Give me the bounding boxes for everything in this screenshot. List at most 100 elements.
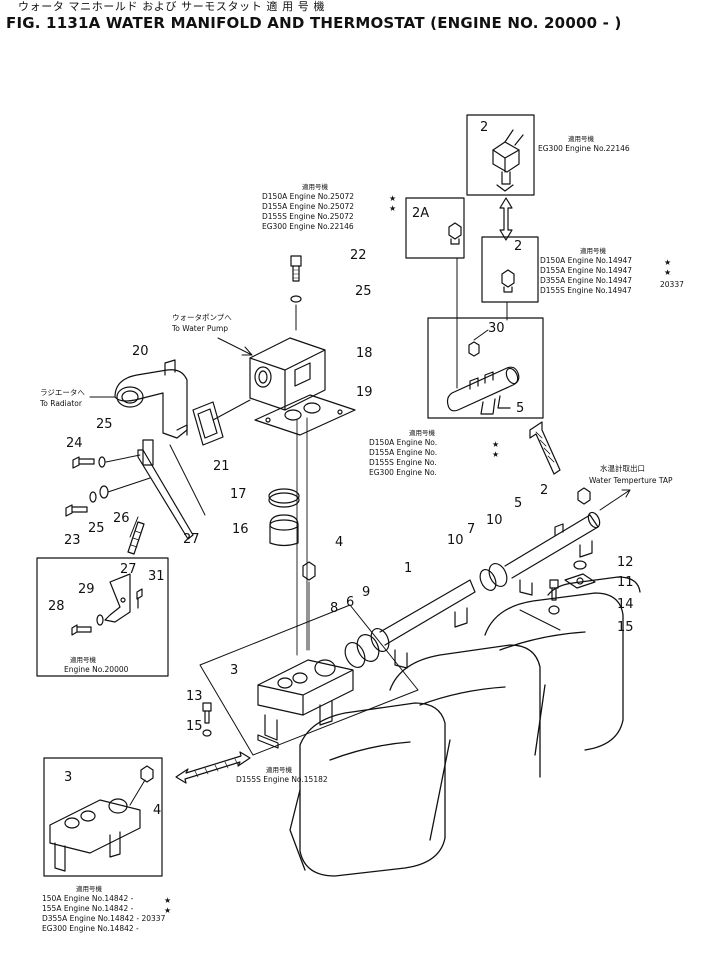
manifold-3-inset (49, 798, 141, 872)
japanese-title: ウォータ マニホールド および サーモスタット 適 用 号 機 (18, 0, 326, 13)
serial-line: D155A Engine No.14947 (540, 266, 633, 275)
hatched-arrow-left (127, 521, 145, 555)
washer-25-top (290, 295, 302, 303)
detail-box-manifold-5 (427, 317, 544, 419)
detail-box-sensor-2a (405, 197, 465, 259)
part-callout-10-b[interactable]: 10 (486, 513, 503, 528)
water-temp-tap-label: Water Temperture TAP (589, 476, 673, 485)
part-callout-25-top[interactable]: 25 (355, 284, 372, 299)
part-callout-5-box[interactable]: 5 (516, 401, 525, 416)
plug-4 (302, 561, 316, 581)
serial-block-top-right: 適用号機 EG300 Engine No.22146 (538, 135, 630, 153)
washer-25-a (98, 456, 106, 468)
sensor-2-mid (501, 269, 515, 293)
washer-29 (96, 614, 104, 626)
part-callout-14[interactable]: 14 (617, 597, 634, 612)
part-callout-22[interactable]: 22 (350, 248, 367, 263)
part-callout-3-inset[interactable]: 3 (64, 770, 73, 785)
seal-9 (370, 628, 390, 652)
part-callout-15-right[interactable]: 15 (617, 620, 634, 635)
seal-10 (479, 569, 497, 591)
serial-line: D150A Engine No. (369, 438, 438, 447)
part-callout-2-tap[interactable]: 2 (540, 483, 549, 498)
part-callout-30[interactable]: 30 (488, 321, 505, 336)
part-callout-12[interactable]: 12 (617, 555, 634, 570)
part-callout-21[interactable]: 21 (213, 459, 230, 474)
part-callout-8[interactable]: 8 (330, 601, 339, 616)
part-callout-26[interactable]: 26 (113, 511, 130, 526)
star-mark: ★ (164, 896, 172, 905)
serial-line: EG300 Engine No. (369, 468, 437, 477)
bolt-14 (549, 579, 559, 601)
part-callout-25-b[interactable]: 25 (88, 521, 105, 536)
part-callout-13[interactable]: 13 (186, 689, 203, 704)
part-callout-23[interactable]: 23 (64, 533, 81, 548)
part-callout-19[interactable]: 19 (356, 385, 373, 400)
detail-frame-center (199, 604, 419, 756)
part-callout-11[interactable]: 11 (617, 575, 634, 590)
part-callout-27-inset[interactable]: 27 (120, 562, 137, 577)
part-callout-18[interactable]: 18 (356, 346, 373, 361)
part-callout-20[interactable]: 20 (132, 344, 149, 359)
manifold-pipe-5 (504, 511, 601, 596)
serial-line: D155A Engine No. (369, 448, 438, 457)
washer-15-right (548, 605, 560, 615)
part-callout-10-a[interactable]: 10 (447, 533, 464, 548)
bolt-28 (71, 624, 92, 636)
part-callout-7[interactable]: 7 (467, 522, 476, 537)
seal-8 (344, 642, 366, 668)
serial-line: D155S Engine No. (369, 458, 437, 467)
part-callout-2-mid[interactable]: 2 (514, 239, 523, 254)
part-callout-16[interactable]: 16 (232, 522, 249, 537)
part-callout-24[interactable]: 24 (66, 436, 83, 451)
bolt-31 (136, 588, 143, 609)
washer-12 (573, 560, 587, 570)
seal-7 (488, 563, 508, 587)
serial-line: EG300 Engine No.14842 - (42, 924, 139, 933)
thermostat-housing-18 (249, 337, 326, 411)
star-mark: ★ (664, 268, 672, 277)
double-arrow-diagonal (175, 751, 251, 784)
sensor-2a (448, 222, 462, 245)
part-callout-28[interactable]: 28 (48, 599, 65, 614)
washer-25-b (89, 491, 97, 503)
serial-line: D155S Engine No.14947 (540, 286, 632, 295)
bolt-13 (202, 702, 212, 724)
bolt-22 (290, 255, 302, 282)
detail-box-manifold-3 (43, 757, 163, 877)
part-callout-25-a[interactable]: 25 (96, 417, 113, 432)
serial-line: Engine No.20000 (64, 665, 129, 674)
part-callout-2a[interactable]: 2A (412, 206, 430, 221)
part-callout-1[interactable]: 1 (404, 561, 413, 576)
part-callout-4-inset[interactable]: 4 (153, 803, 162, 818)
manifold-3 (257, 659, 354, 749)
part-callout-31[interactable]: 31 (148, 569, 165, 584)
part-callout-9[interactable]: 9 (362, 585, 371, 600)
gasket-21 (192, 401, 224, 446)
part-callout-2-top[interactable]: 2 (480, 120, 489, 135)
serial-line: D155S Engine No.25072 (262, 212, 354, 221)
serial-line: D355A Engine No.14842 - 20337 (42, 914, 166, 923)
gasket-19 (254, 394, 356, 436)
manifold-5-detail (446, 341, 520, 415)
sensor-2-tap (577, 487, 591, 505)
star-mark: ★ (389, 204, 397, 213)
star-mark: ★ (492, 450, 500, 459)
part-callout-5[interactable]: 5 (514, 496, 523, 511)
part-callout-15-left[interactable]: 15 (186, 719, 203, 734)
seal-6 (356, 634, 380, 662)
part-callout-3[interactable]: 3 (230, 663, 239, 678)
detail-box-sensor-mid (481, 236, 539, 303)
bolt-23 (65, 504, 88, 517)
detail-box-sensor-top (466, 114, 535, 196)
part-callout-6[interactable]: 6 (346, 595, 355, 610)
serial-block-center-right: 適用号機 D150A Engine No. D155A Engine No. D… (369, 429, 438, 477)
serial-line: 150A Engine No.14842 - (42, 894, 134, 903)
serial-block-bottom-left: 適用号機 150A Engine No.14842 - 155A Engine … (42, 885, 166, 933)
part-callout-29[interactable]: 29 (78, 582, 95, 597)
part-callout-17[interactable]: 17 (230, 487, 247, 502)
part-callout-27[interactable]: 27 (183, 532, 200, 547)
thermostat-ring-17 (268, 488, 300, 508)
part-callout-4[interactable]: 4 (335, 535, 344, 550)
